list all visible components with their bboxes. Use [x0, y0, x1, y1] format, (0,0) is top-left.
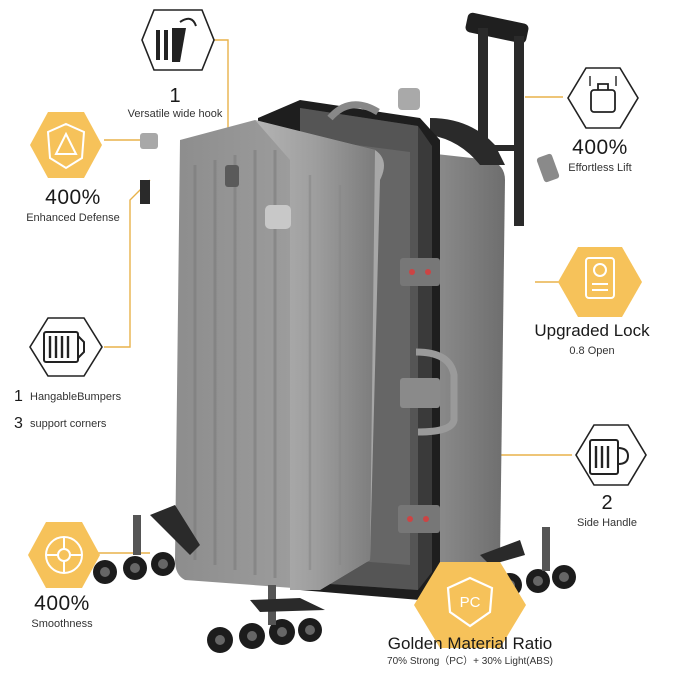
smooth-value: 400% [34, 592, 90, 615]
bumpers-number-1: 1 [14, 388, 23, 405]
hook-number: 1 [169, 85, 181, 107]
pc-shield-icon [414, 562, 526, 648]
trolley-handle [465, 12, 529, 228]
wheel-icon [28, 522, 100, 588]
bumper-icon [29, 317, 103, 377]
hook-caption: Versatile wide hook [127, 108, 223, 120]
front-shell [140, 120, 384, 590]
lock-icon [558, 247, 642, 317]
lift-value: 400% [572, 136, 628, 159]
defense-caption: Enhanced Defense [26, 212, 120, 224]
lift-icon [567, 67, 639, 129]
side-handle-icon [575, 424, 647, 486]
handle-number: 2 [601, 492, 613, 514]
lock-caption: 0.8 Open [569, 345, 615, 357]
material-caption: 70% Strong（PC）+ 30% Light(ABS) [387, 656, 553, 667]
bumpers-text-1: HangableBumpers [30, 391, 122, 403]
handle-caption: Side Handle [577, 517, 637, 529]
lock-title: Upgraded Lock [534, 321, 650, 340]
bumpers-number-2: 3 [14, 415, 23, 432]
defense-value: 400% [45, 186, 101, 209]
hook-icon [141, 9, 215, 71]
pc-badge-text: PC [459, 594, 481, 611]
bumpers-text-2: support corners [30, 418, 107, 430]
smooth-caption: Smoothness [31, 618, 93, 630]
lift-caption: Effortless Lift [568, 162, 632, 174]
material-title: Golden Material Ratio [387, 634, 553, 653]
shield-triangle-icon [30, 112, 102, 178]
